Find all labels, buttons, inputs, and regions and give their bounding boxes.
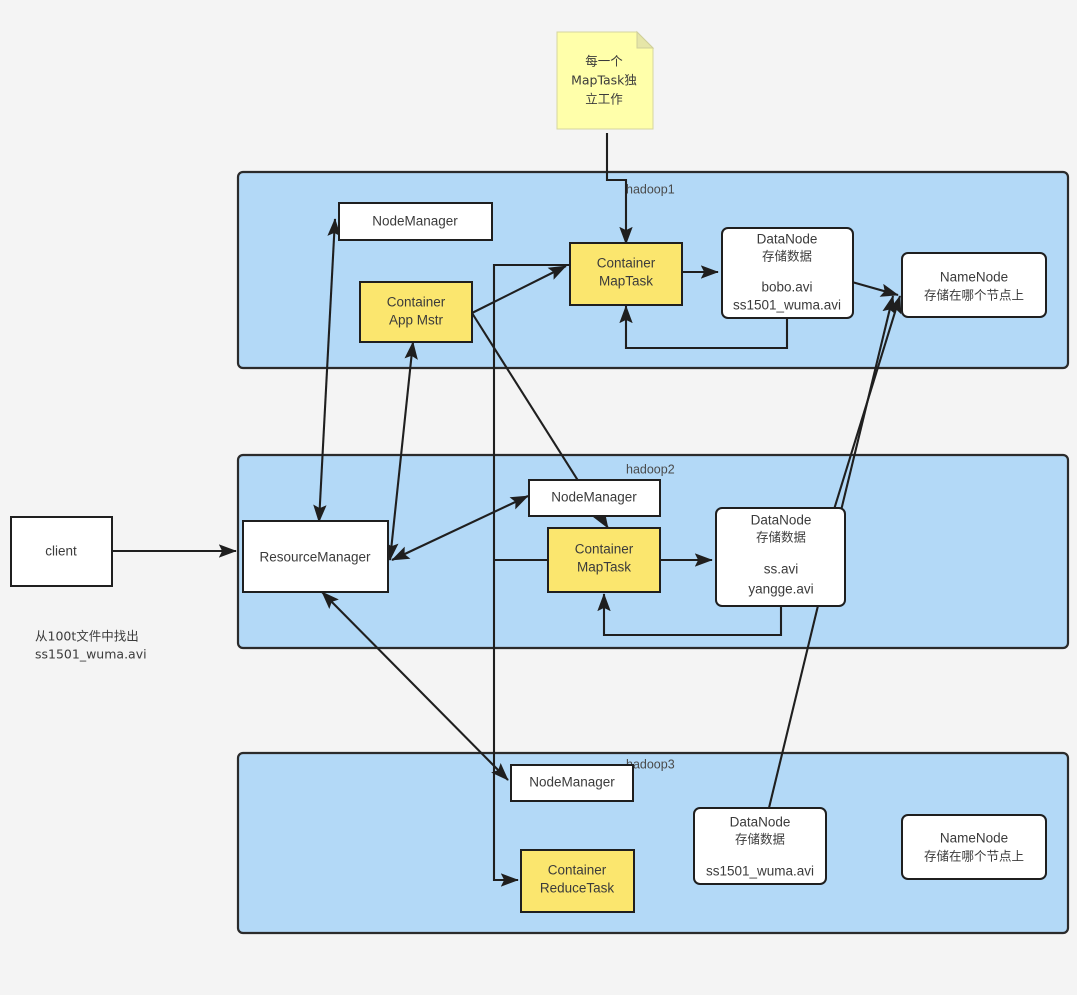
- datanode2-line-2: 存储数据: [756, 530, 806, 545]
- node-client[interactable]: client: [10, 516, 113, 587]
- node-datanode-hadoop1[interactable]: DataNode 存储数据 bobo.avi ss1501_wuma.avi: [721, 227, 854, 319]
- client-box[interactable]: [10, 516, 113, 587]
- cluster-hadoop3-box: [236, 751, 1070, 935]
- reducetask-label-line-1: Container: [548, 863, 607, 878]
- nodemanager3-box[interactable]: [510, 764, 634, 802]
- datanode2-line-4: ss.avi: [764, 562, 799, 577]
- reducetask-box[interactable]: [520, 849, 635, 913]
- node-container-appmstr-hadoop1[interactable]: Container App Mstr: [359, 281, 473, 343]
- sticky-note: 每一个 MapTask独 立工作: [556, 30, 655, 130]
- edge-nodemanager1-resourcemanager: [313, 218, 341, 523]
- cluster-hadoop3-label: hadoop3: [626, 757, 675, 771]
- edge-datanode1-to-namenode1: [851, 280, 899, 297]
- namenode1-line-2: 存储在哪个节点上: [924, 288, 1024, 303]
- sticky-note-body: [556, 31, 654, 130]
- datanode3-line-4: ss1501_wuma.avi: [706, 864, 814, 879]
- node-datanode-hadoop2[interactable]: DataNode 存储数据 ss.avi yangge.avi: [715, 507, 846, 607]
- node-nodemanager-hadoop1[interactable]: NodeManager: [338, 202, 493, 241]
- sticky-note-line-2: MapTask独: [571, 73, 637, 88]
- edge-datanode2-loop-maptask2: [597, 593, 783, 637]
- node-nodemanager-hadoop3[interactable]: NodeManager: [510, 764, 634, 802]
- datanode3-line-1: DataNode: [730, 815, 791, 830]
- client-annotation-line-2: ss1501_wuma.avi: [35, 647, 147, 662]
- datanode1-line-5: ss1501_wuma.avi: [733, 298, 841, 313]
- namenode3-line-1: NameNode: [940, 831, 1008, 846]
- maptask1-box[interactable]: [569, 242, 683, 306]
- appmstr-label-line-1: Container: [387, 295, 446, 310]
- namenode1-line-1: NameNode: [940, 270, 1008, 285]
- edge-datanode1-loop-maptask1: [619, 305, 789, 350]
- namenode3-box[interactable]: [901, 814, 1047, 880]
- appmstr-label-line-2: App Mstr: [389, 313, 444, 328]
- datanode2-box[interactable]: [715, 507, 846, 607]
- datanode3-box[interactable]: [693, 807, 827, 885]
- nodemanager2-box[interactable]: [528, 479, 661, 517]
- sticky-note-line-1: 每一个: [585, 54, 623, 69]
- node-resourcemanager-hadoop2[interactable]: ResourceManager: [242, 520, 389, 593]
- maptask2-box[interactable]: [547, 527, 661, 593]
- resourcemanager-label: ResourceManager: [259, 550, 371, 565]
- edge-appmstr-to-maptask1: [471, 265, 567, 314]
- maptask2-label-line-1: Container: [575, 542, 634, 557]
- namenode3-line-2: 存储在哪个节点上: [924, 849, 1024, 864]
- resourcemanager-box[interactable]: [242, 520, 389, 593]
- datanode1-line-4: bobo.avi: [761, 280, 812, 295]
- node-datanode-hadoop3[interactable]: DataNode 存储数据 ss1501_wuma.avi: [693, 807, 827, 885]
- reducetask-label-line-2: ReduceTask: [540, 881, 615, 896]
- nodemanager3-label: NodeManager: [529, 775, 615, 790]
- node-nodemanager-hadoop2[interactable]: NodeManager: [528, 479, 661, 517]
- datanode1-box[interactable]: [721, 227, 854, 319]
- edge-sticky-to-maptask1: [605, 133, 633, 245]
- edge-resourcemanager-nodemanager2: [391, 495, 529, 561]
- edge-resourcemanager-nodemanager3: [321, 591, 509, 781]
- node-namenode-hadoop1[interactable]: NameNode 存储在哪个节点上: [901, 252, 1047, 318]
- nodemanager1-label: NodeManager: [372, 214, 458, 229]
- datanode2-line-5: yangge.avi: [748, 582, 813, 597]
- nodemanager1-box[interactable]: [338, 202, 493, 241]
- cluster-hadoop1-label: hadoop1: [626, 182, 675, 196]
- sticky-note-line-3: 立工作: [585, 92, 623, 107]
- client-annotation-line-1: 从100t文件中找出: [35, 629, 139, 644]
- node-container-maptask-hadoop2[interactable]: Container MapTask: [547, 527, 661, 593]
- node-namenode-hadoop3[interactable]: NameNode 存储在哪个节点上: [901, 814, 1047, 880]
- edge-maptask-trunk-to-reducetask: [492, 263, 570, 887]
- maptask1-label-line-2: MapTask: [599, 274, 653, 289]
- namenode1-box[interactable]: [901, 252, 1047, 318]
- maptask2-label-line-2: MapTask: [577, 560, 631, 575]
- datanode2-line-1: DataNode: [751, 513, 812, 528]
- datanode1-line-1: DataNode: [757, 232, 818, 247]
- node-container-reducetask-hadoop3[interactable]: Container ReduceTask: [520, 849, 635, 913]
- maptask1-label-line-1: Container: [597, 256, 656, 271]
- sticky-note-fold: [636, 30, 655, 49]
- datanode3-line-2: 存储数据: [735, 832, 785, 847]
- cluster-hadoop3: hadoop3: [236, 751, 1070, 935]
- datanode1-line-2: 存储数据: [762, 249, 812, 264]
- cluster-hadoop2-label: hadoop2: [626, 462, 675, 476]
- nodemanager2-label: NodeManager: [551, 490, 637, 505]
- appmstr-box[interactable]: [359, 281, 473, 343]
- client-label: client: [45, 544, 77, 559]
- node-container-maptask-hadoop1[interactable]: Container MapTask: [569, 242, 683, 306]
